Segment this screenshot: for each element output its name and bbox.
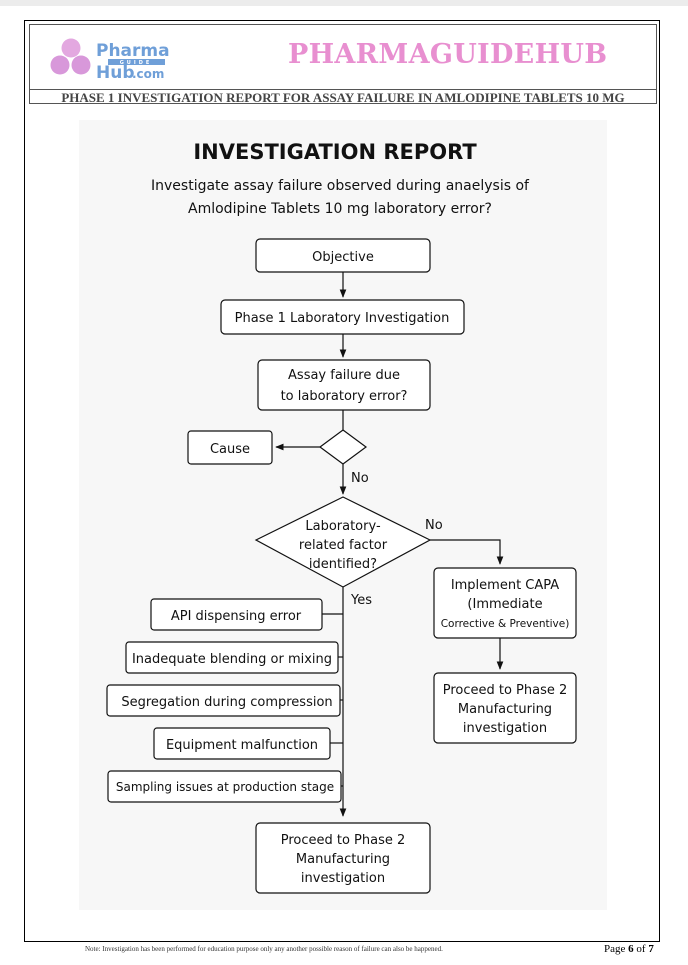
investigation-flowchart: INVESTIGATION REPORT Investigate assay f…: [79, 120, 607, 910]
svg-text:Hub: Hub: [96, 63, 135, 83]
objective-node: Objective: [255, 238, 431, 273]
page-header: Pharma GUIDE Hub .com PHARMAGUIDEHUB PHA…: [29, 24, 657, 105]
page-label: Page: [604, 943, 626, 955]
phase2-right-line-3: investigation: [463, 721, 547, 736]
figure-title: INVESTIGATION REPORT: [193, 140, 477, 164]
capa-node: Implement CAPA (Immediate Corrective & P…: [433, 567, 577, 639]
header-divider: [30, 89, 656, 90]
question-line-2: Amlodipine Tablets 10 mg laboratory erro…: [188, 201, 492, 217]
lab-factor-line-1: Laboratory-: [305, 519, 381, 534]
lab-factor-decision: [254, 496, 432, 588]
svg-text:.com: .com: [132, 67, 164, 81]
assay-question-node: Assay failure due to laboratory error?: [257, 359, 431, 411]
report-subtitle: PHASE 1 INVESTIGATION REPORT FOR ASSAY F…: [61, 90, 625, 105]
cause-label: Cause: [210, 442, 250, 457]
top-band: [0, 0, 688, 6]
page-current: 6: [628, 943, 634, 955]
phase1-node: Phase 1 Laboratory Investigation: [220, 299, 465, 335]
capa-line-2: (Immediate: [467, 597, 542, 612]
lab-factor-line-3: identified?: [309, 557, 377, 572]
objective-label: Objective: [312, 250, 374, 265]
phase2-bottom-line-1: Proceed to Phase 2: [281, 833, 406, 848]
brand-title: PHARMAGUIDEHUB: [288, 39, 608, 70]
phase2-bottom-line-2: Manufacturing: [296, 852, 390, 867]
phase2-bottom-line-3: investigation: [301, 871, 385, 886]
capa-line-3: Corrective & Preventive): [441, 618, 570, 630]
factor-api-dispensing: API dispensing error: [150, 598, 323, 631]
assay-question-line-1: Assay failure due: [288, 368, 400, 383]
factor-label: Sampling issues at production stage: [116, 780, 334, 794]
page-number: Page 6 of 7: [604, 943, 654, 955]
question-line-1: Investigate assay failure observed durin…: [151, 178, 530, 194]
factor-label: Inadequate blending or mixing: [132, 652, 332, 667]
factor-label: API dispensing error: [171, 609, 302, 624]
factor-label: Equipment malfunction: [166, 738, 318, 753]
footer-note: Note: Investigation has been performed f…: [85, 945, 443, 953]
cause-node: Cause: [187, 430, 273, 465]
phase2-bottom-node: Proceed to Phase 2 Manufacturing investi…: [255, 822, 431, 894]
phase1-label: Phase 1 Laboratory Investigation: [235, 311, 450, 326]
assay-question-line-2: to laboratory error?: [281, 389, 408, 404]
page-total: 7: [648, 943, 654, 955]
factor-inadequate-blending: Inadequate blending or mixing: [125, 641, 339, 674]
factor-equipment-malfunction: Equipment malfunction: [153, 727, 331, 760]
phase2-right-line-2: Manufacturing: [458, 702, 552, 717]
no-label-2: No: [425, 518, 443, 533]
phase2-right-node: Proceed to Phase 2 Manufacturing investi…: [433, 672, 577, 744]
decision-diamond-small: [318, 429, 368, 465]
pharmaguidehub-logo: Pharma GUIDE Hub .com: [50, 38, 170, 83]
no-label-1: No: [351, 471, 369, 486]
svg-text:GUIDE: GUIDE: [120, 60, 153, 66]
factor-sampling-issues: Sampling issues at production stage: [107, 770, 342, 803]
lab-factor-line-2: related factor: [299, 538, 388, 553]
svg-text:Pharma: Pharma: [96, 41, 170, 61]
capa-line-1: Implement CAPA: [451, 578, 559, 593]
factor-label: Segregation during compression: [121, 695, 332, 710]
phase2-right-line-1: Proceed to Phase 2: [443, 683, 568, 698]
factor-segregation: Segregation during compression: [106, 684, 341, 717]
yes-label: Yes: [350, 593, 372, 608]
page-frame: [24, 20, 660, 942]
page-of: of: [636, 943, 646, 955]
